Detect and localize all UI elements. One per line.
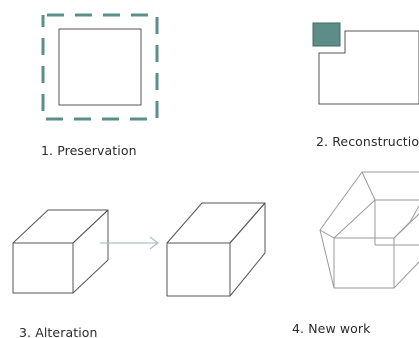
preservation-caption: 1. Preservation xyxy=(41,143,137,158)
new-work-figure xyxy=(319,171,419,289)
alteration-arrow xyxy=(100,236,159,250)
alteration-caption: 3. Alteration xyxy=(19,325,98,338)
preservation-building xyxy=(58,28,142,106)
reconstruction-figure xyxy=(312,22,419,105)
preservation-dashed-boundary xyxy=(41,13,159,121)
alteration-altered-box xyxy=(166,202,266,297)
reconstruction-remaining-building xyxy=(318,30,419,105)
new-work-caption: 4. New work xyxy=(292,321,371,336)
alteration-figure xyxy=(12,202,266,297)
alteration-original-box xyxy=(12,209,109,294)
reconstruction-missing-part xyxy=(312,22,341,47)
reconstruction-caption: 2. Reconstruction xyxy=(316,134,419,149)
preservation-figure xyxy=(41,13,159,121)
